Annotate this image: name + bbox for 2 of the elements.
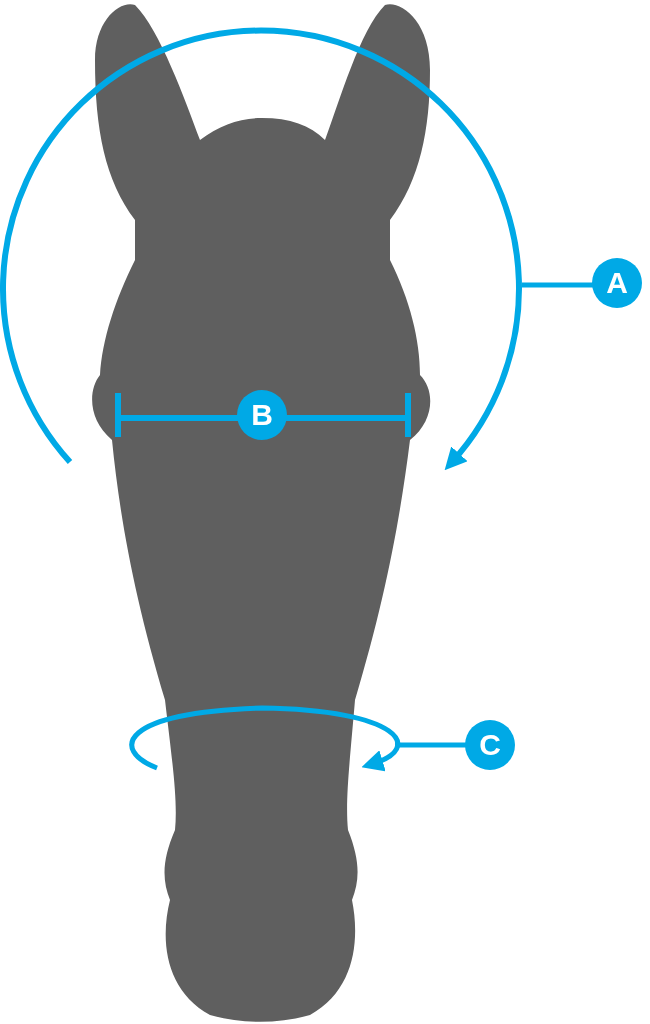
callout-letter: C xyxy=(465,720,515,770)
callout-letter: A xyxy=(592,258,642,308)
